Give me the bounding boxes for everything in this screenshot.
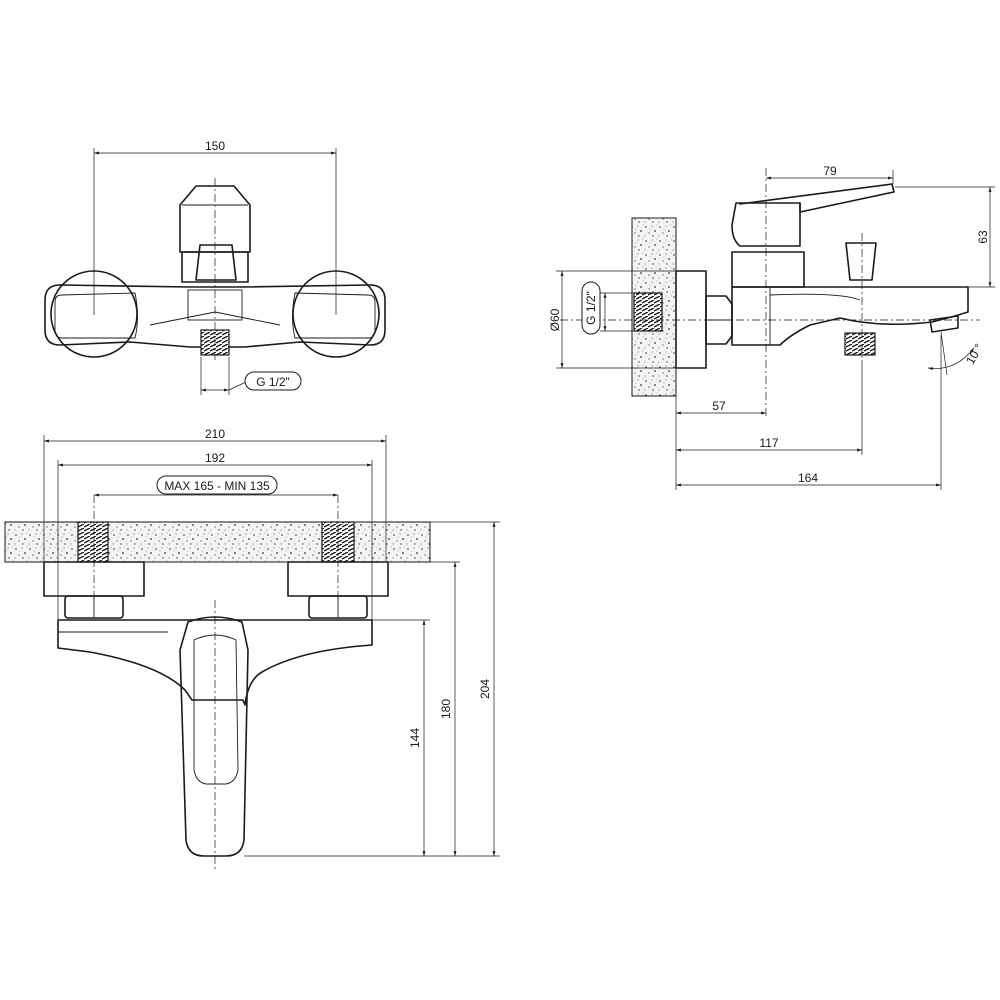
side-57-label: 57 bbox=[712, 399, 726, 413]
front-cartridge-neck bbox=[195, 244, 237, 281]
front-body-right-face bbox=[292, 292, 376, 339]
side-lever-body bbox=[731, 202, 801, 247]
top-lever bbox=[179, 616, 249, 857]
right-eccentric-disc bbox=[292, 270, 380, 358]
side-angle-arc bbox=[927, 347, 975, 371]
side-diverter-knob bbox=[845, 242, 877, 281]
side-164-label: 164 bbox=[798, 471, 818, 485]
left-eccentric-disc bbox=[50, 270, 138, 358]
top-lever-inner bbox=[193, 634, 239, 785]
side-thread-label: G 1/2" bbox=[584, 291, 598, 325]
front-thread-tag bbox=[244, 371, 302, 391]
front-body-left-face bbox=[54, 292, 138, 339]
front-body bbox=[44, 284, 386, 348]
top-body bbox=[57, 619, 373, 706]
side-cartridge-base bbox=[731, 251, 805, 288]
side-117-label: 117 bbox=[759, 436, 778, 450]
side-outlet-thread bbox=[844, 332, 876, 356]
side-60-label: Ø60 bbox=[548, 308, 562, 331]
front-cartridge-top bbox=[179, 185, 251, 253]
top-210-label: 210 bbox=[205, 427, 225, 441]
side-lever-handle bbox=[739, 183, 895, 213]
side-wall-thread bbox=[633, 292, 663, 332]
top-192-label: 192 bbox=[205, 451, 225, 465]
top-180-label: 180 bbox=[439, 699, 453, 719]
side-spout-tip bbox=[929, 315, 959, 333]
front-width-label: 150 bbox=[205, 139, 225, 153]
front-view: 150 G 1/2" bbox=[44, 139, 386, 395]
side-angle-label: 10 ° bbox=[963, 341, 986, 367]
top-204-label: 204 bbox=[478, 679, 492, 699]
side-body bbox=[731, 286, 969, 346]
top-144-label: 144 bbox=[408, 728, 422, 748]
front-thread-label: G 1/2" bbox=[256, 375, 290, 389]
side-flange bbox=[675, 270, 707, 369]
top-view: 210 192 MAX 165 - MIN 135 144 180 204 bbox=[4, 427, 500, 870]
side-79-label: 79 bbox=[823, 164, 837, 178]
top-left-thread bbox=[77, 521, 109, 563]
side-63-label: 63 bbox=[976, 230, 990, 244]
top-range-label: MAX 165 - MIN 135 bbox=[164, 479, 270, 493]
side-thread-tag bbox=[581, 281, 601, 335]
side-body-contour bbox=[769, 293, 861, 301]
side-view: 79 63 Ø60 G 1/2" 57 117 164 10 ° bbox=[548, 164, 995, 490]
top-range-tag bbox=[156, 475, 278, 495]
top-wall-section bbox=[4, 521, 431, 563]
side-angle-line bbox=[940, 331, 948, 376]
